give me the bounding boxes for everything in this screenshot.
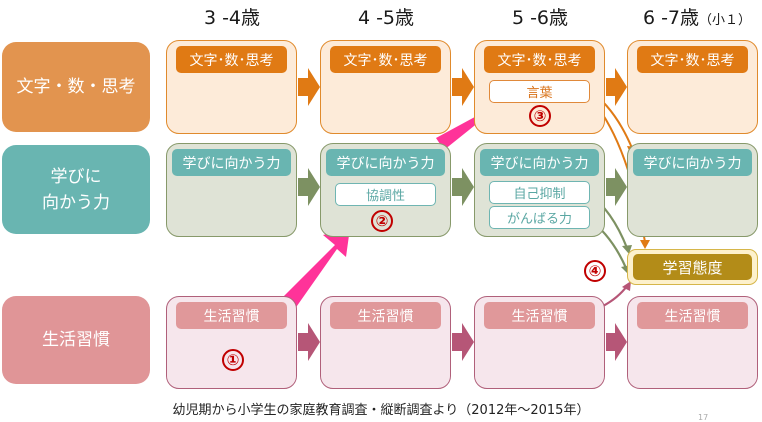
sub-item-self-control: 自己抑制	[489, 181, 590, 204]
cell-literacy-5-6: 文字･数･思考 言葉 ③	[474, 40, 605, 134]
cell-title: 文字･数･思考	[176, 46, 287, 73]
cell-title: 文字･数･思考	[637, 46, 748, 73]
row2-arrow-2	[452, 168, 474, 206]
row-label-learning-motivation: 学びに 向かう力	[2, 145, 150, 234]
cell-title: 学びに向かう力	[480, 149, 599, 176]
row1-arrow-1	[298, 68, 320, 106]
age-header-6-7: 6 -7歳（小１）	[642, 7, 752, 29]
sub-item-perseverance: がんばる力	[489, 206, 590, 229]
grade-note: （小１）	[699, 13, 752, 28]
cell-title: 学びに向かう力	[172, 149, 291, 176]
page-number: 17	[698, 413, 709, 422]
cell-learning-5-6: 学びに向かう力 自己抑制 がんばる力	[474, 143, 605, 237]
cell-learning-6-7: 学びに向かう力	[627, 143, 758, 237]
cell-title: 文字･数･思考	[330, 46, 441, 73]
marker-3: ③	[529, 105, 551, 127]
row1-arrow-2	[452, 68, 474, 106]
age-header-5-6: 5 -6歳	[511, 7, 569, 29]
row2-arrow-1	[298, 168, 320, 206]
row-label-lifestyle-habits: 生活習慣	[2, 296, 150, 384]
cell-title: 生活習慣	[330, 302, 441, 329]
cell-learning-3-4: 学びに向かう力	[166, 143, 297, 237]
age-header-4-5: 4 -5歳	[357, 7, 415, 29]
cell-title: 学びに向かう力	[326, 149, 445, 176]
sub-item-kotoba: 言葉	[489, 80, 590, 103]
cell-habits-5-6: 生活習慣	[474, 296, 605, 389]
age-header-3-4: 3 -4歳	[203, 7, 261, 29]
row-label-literacy: 文字・数・思考	[2, 42, 150, 132]
cell-title: 生活習慣	[484, 302, 595, 329]
outcome-label: 学習態度	[633, 254, 752, 280]
row-label-learning-line1: 学びに	[50, 166, 102, 187]
cell-habits-6-7: 生活習慣	[627, 296, 758, 389]
row-label-learning-line2: 向かう力	[42, 192, 110, 213]
cell-habits-4-5: 生活習慣	[320, 296, 451, 389]
cell-title: 生活習慣	[637, 302, 748, 329]
row2-arrow-3	[606, 168, 627, 206]
row1-arrow-3	[606, 68, 627, 106]
cell-habits-3-4: 生活習慣 ①	[166, 296, 297, 389]
marker-2: ②	[371, 210, 393, 232]
marker-4: ④	[584, 260, 606, 282]
cell-title: 生活習慣	[176, 302, 287, 329]
row3-arrow-2	[452, 323, 474, 361]
cell-learning-4-5: 学びに向かう力 協調性 ②	[320, 143, 451, 237]
row3-arrow-1	[298, 323, 320, 361]
cell-literacy-6-7: 文字･数･思考	[627, 40, 758, 134]
row3-arrow-3	[606, 323, 627, 361]
cell-literacy-3-4: 文字･数･思考	[166, 40, 297, 134]
source-caption: 幼児期から小学生の家庭教育調査・縦断調査より（2012年～2015年）	[172, 403, 590, 418]
cell-title: 文字･数･思考	[484, 46, 595, 73]
sub-item-cooperation: 協調性	[335, 183, 436, 206]
habits-to-attitude-arrow	[602, 285, 628, 307]
marker-1: ①	[222, 349, 244, 371]
cell-literacy-4-5: 文字･数･思考	[320, 40, 451, 134]
row-label-literacy-text: 文字・数・思考	[16, 77, 136, 97]
row-label-lifestyle-text: 生活習慣	[42, 330, 110, 350]
outcome-learning-attitude: 学習態度	[627, 249, 758, 285]
cell-title: 学びに向かう力	[633, 149, 752, 176]
